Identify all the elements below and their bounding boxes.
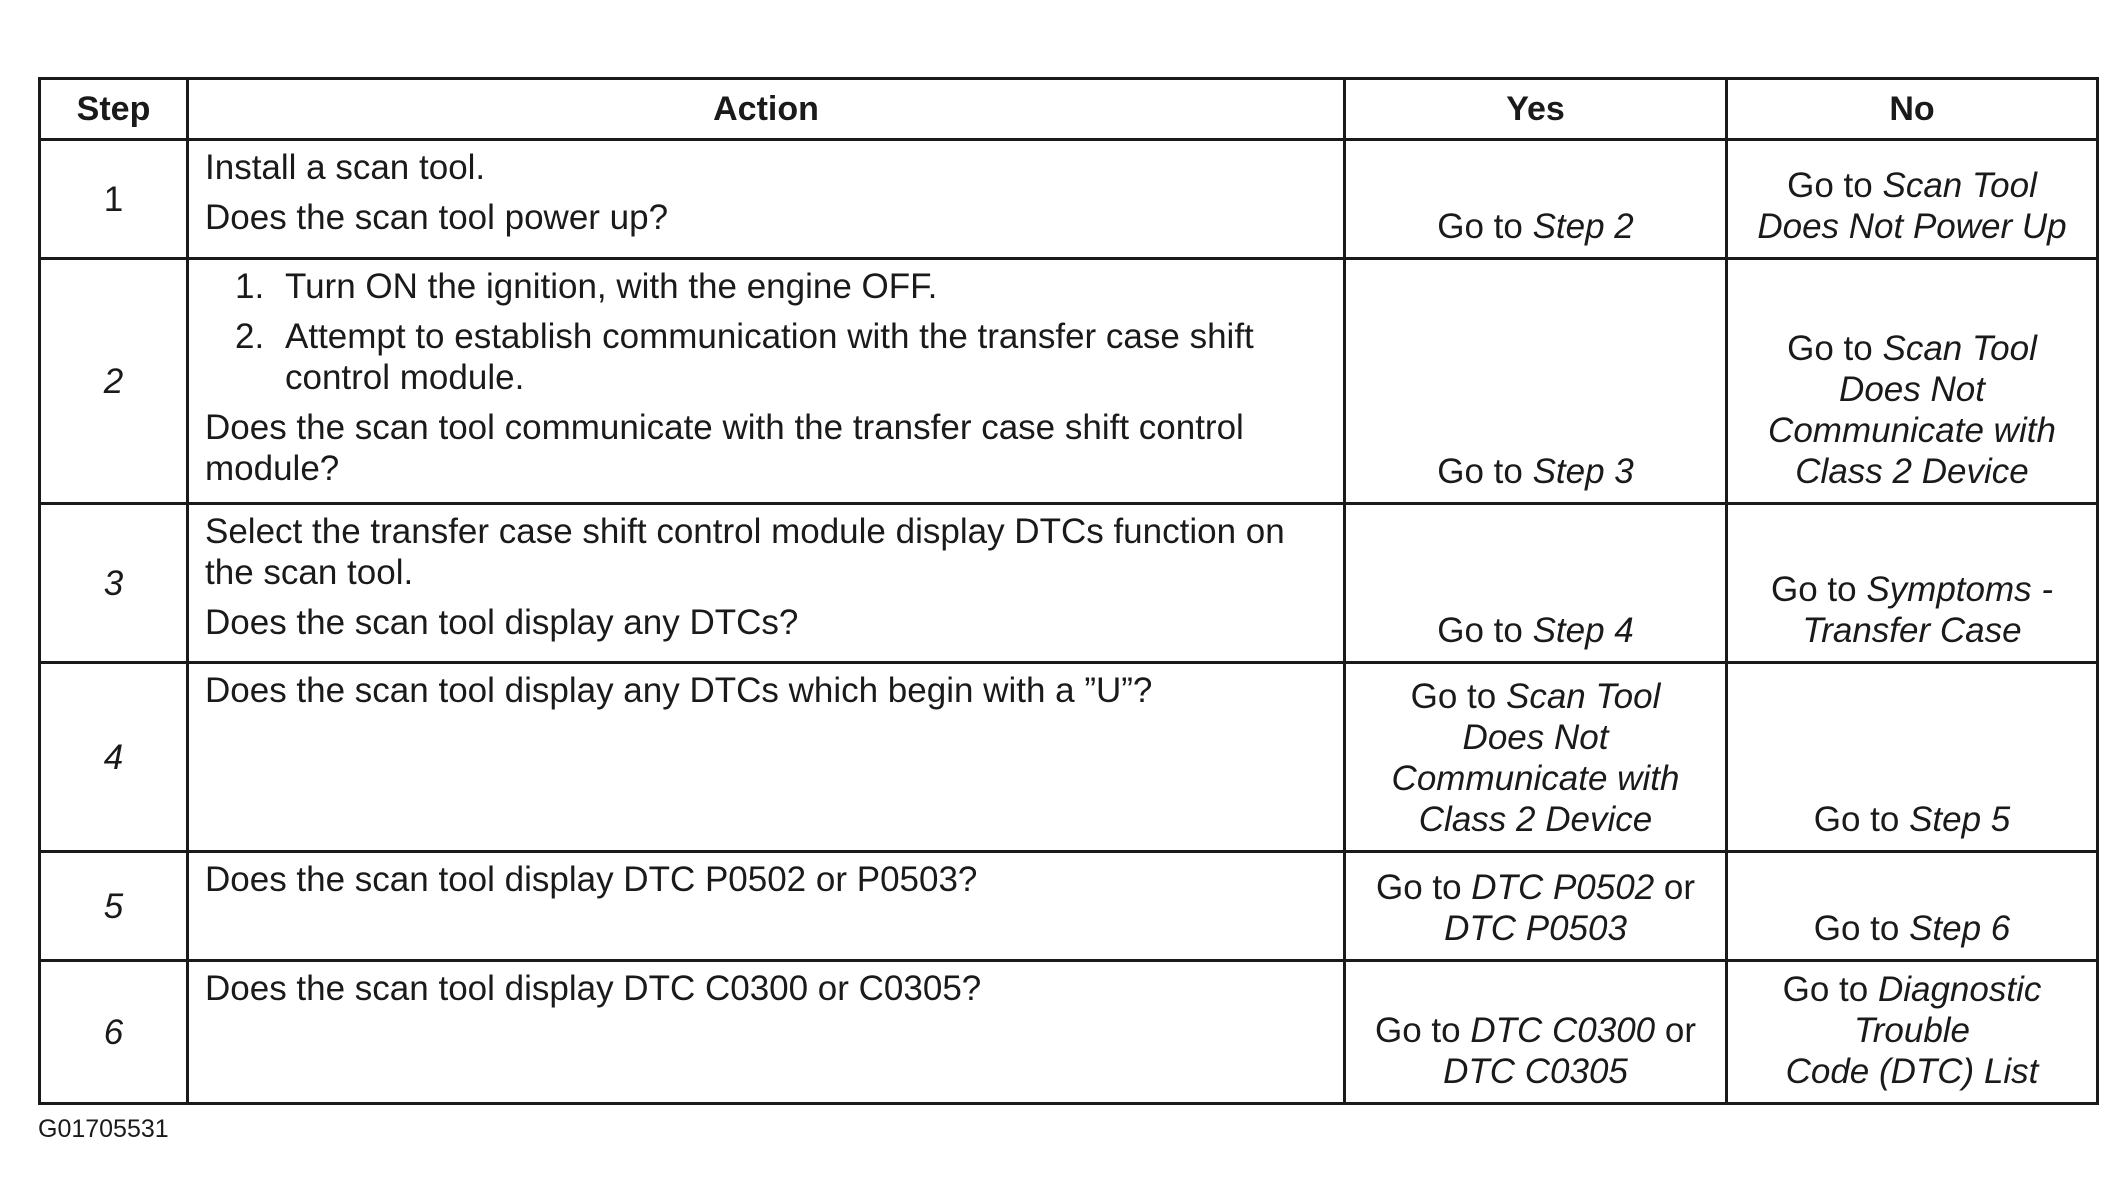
action-cell: 1. Turn ON the ignition, with the engine… [186,257,1346,505]
procedure-list: 1. Turn ON the ignition, with the engine… [235,266,1327,398]
table-row: 6 Does the scan tool display DTC C0300 o… [38,959,2099,1105]
yes-joiner: or [1654,868,1696,907]
yes-cell: Go to Step 4 [1343,502,1728,664]
table-row: 2 1. Turn ON the ignition, with the engi… [38,257,2099,505]
action-question: Does the scan tool communicate with the … [205,408,1244,488]
action-cell: Does the scan tool display DTC C0300 or … [186,959,1346,1105]
action-cell: Install a scan tool. Does the scan tool … [186,138,1346,260]
yes-step-link[interactable]: Step 4 [1532,611,1634,650]
no-reference-link[interactable]: Trouble [1853,1011,1971,1050]
action-question: Does the scan tool display any DTCs whic… [205,671,1153,710]
no-reference-link[interactable]: Class 2 Device [1795,452,2029,491]
action-cell: Select the transfer case shift control m… [186,502,1346,664]
no-cell: Go to Symptoms - Transfer Case [1725,502,2099,664]
yes-cell: Go to DTC P0502 or DTC P0503 [1343,850,1728,962]
yes-dtc-link[interactable]: DTC C0300 [1470,1011,1656,1050]
yes-prefix: Go to [1410,677,1506,716]
table-row: 1 Install a scan tool. Does the scan too… [38,138,2099,260]
table-row: 4 Does the scan tool display any DTCs wh… [38,661,2099,853]
procedure-step-text: Attempt to establish communication with … [285,317,1254,397]
step-number: 4 [38,661,189,853]
yes-step-link[interactable]: Step 2 [1532,207,1634,246]
no-cell: Go to Scan Tool Does Not Communicate wit… [1725,257,2099,505]
action-text: Install a scan tool. [205,148,486,187]
header-action: Action [186,77,1346,141]
step-number: 5 [38,850,189,962]
no-reference-link[interactable]: Diagnostic [1877,970,2042,1009]
table-row: 5 Does the scan tool display DTC P0502 o… [38,850,2099,962]
no-cell: Go to Step 5 [1725,661,2099,853]
no-reference-link[interactable]: Transfer Case [1802,611,2022,650]
yes-dtc-link[interactable]: DTC C0305 [1443,1052,1628,1091]
yes-cell: Go to Scan Tool Does Not Communicate wit… [1343,661,1728,853]
action-question: Does the scan tool power up? [205,198,669,237]
diagnostic-table: Step Action Yes No 1 Install a scan tool… [38,77,2099,1105]
yes-cell: Go to Step 2 [1343,138,1728,260]
header-no: No [1725,77,2099,141]
no-reference-link[interactable]: Symptoms - [1866,570,2054,609]
figure-id: G01705531 [38,1115,169,1143]
no-prefix: Go to [1787,166,1883,205]
no-cell: Go to Diagnostic Trouble Code (DTC) List [1725,959,2099,1105]
yes-prefix: Go to [1437,611,1533,650]
step-number: 6 [38,959,189,1105]
no-prefix: Go to [1813,800,1910,839]
yes-cell: Go to DTC C0300 or DTC C0305 [1343,959,1728,1105]
action-text: Select the transfer case shift control m… [205,512,1285,592]
procedure-step-text: Turn ON the ignition, with the engine OF… [285,267,938,306]
no-prefix: Go to [1813,909,1910,948]
no-cell: Go to Step 6 [1725,850,2099,962]
yes-reference-link[interactable]: Class 2 Device [1418,800,1653,839]
yes-reference-link[interactable]: Scan Tool [1505,677,1661,716]
header-step: Step [38,77,189,141]
yes-step-link[interactable]: Step 3 [1532,452,1634,491]
procedure-step: 2. Attempt to establish communication wi… [235,316,1327,398]
no-step-link[interactable]: Step 5 [1909,800,2011,839]
yes-dtc-link[interactable]: DTC P0502 [1471,868,1655,907]
yes-prefix: Go to [1375,1011,1471,1050]
yes-cell: Go to Step 3 [1343,257,1728,505]
yes-prefix: Go to [1437,452,1533,491]
yes-dtc-link[interactable]: DTC P0503 [1444,909,1627,948]
yes-prefix: Go to [1375,868,1472,907]
no-reference-link[interactable]: Communicate with [1768,411,2056,450]
table-row: 3 Select the transfer case shift control… [38,502,2099,664]
no-reference-link[interactable]: Scan Tool [1882,166,2037,205]
header-yes: Yes [1343,77,1728,141]
step-number: 3 [38,502,189,664]
step-number: 2 [38,257,189,505]
action-cell: Does the scan tool display any DTCs whic… [186,661,1346,853]
table-header-row: Step Action Yes No [38,77,2099,141]
action-question: Does the scan tool display DTC C0300 or … [205,969,982,1008]
no-prefix: Go to [1787,329,1883,368]
no-cell: Go to Scan Tool Does Not Power Up [1725,138,2099,260]
procedure-step: 1. Turn ON the ignition, with the engine… [235,266,1327,307]
no-reference-link[interactable]: Code (DTC) List [1785,1052,2039,1091]
no-reference-link[interactable]: Does Not [1839,370,1985,409]
procedure-step-number: 1. [235,267,265,306]
action-cell: Does the scan tool display DTC P0502 or … [186,850,1346,962]
no-prefix: Go to [1782,970,1878,1009]
no-reference-link[interactable]: Scan Tool [1882,329,2037,368]
yes-prefix: Go to [1437,207,1533,246]
no-reference-link[interactable]: Does Not Power Up [1757,207,2067,246]
action-question: Does the scan tool display any DTCs? [205,603,799,642]
procedure-step-number: 2. [235,317,265,356]
action-question: Does the scan tool display DTC P0502 or … [205,860,978,899]
yes-reference-link[interactable]: Does Not [1462,718,1609,757]
yes-reference-link[interactable]: Communicate with [1391,759,1680,798]
step-number: 1 [38,138,189,260]
yes-joiner: or [1655,1011,1696,1050]
no-step-link[interactable]: Step 6 [1909,909,2011,948]
no-prefix: Go to [1770,570,1867,609]
